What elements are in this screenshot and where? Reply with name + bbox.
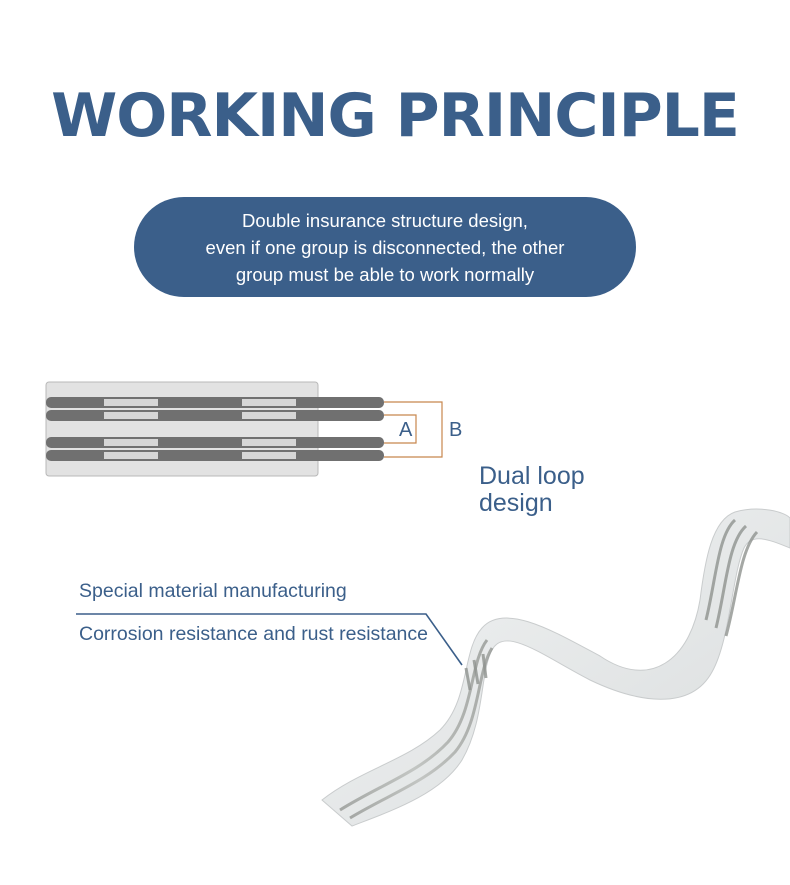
conductor-strip <box>46 397 384 408</box>
conductor-strip <box>46 410 384 421</box>
caption-line: Dual loop <box>479 462 585 490</box>
loop-a-label: A <box>399 419 413 441</box>
conductor-strip <box>46 450 384 461</box>
conductor-strip <box>46 437 384 448</box>
dual-loop-diagram <box>45 381 443 477</box>
description-callout: Double insurance structure design, even … <box>134 197 636 297</box>
twisted-tape-image <box>321 508 790 827</box>
loop-b-bracket <box>384 401 443 458</box>
loop-a-bracket <box>384 414 417 444</box>
callout-line: even if one group is disconnected, the o… <box>205 236 565 258</box>
feature-material: Special material manufacturing <box>79 580 347 602</box>
feature-corrosion: Corrosion resistance and rust resistance <box>79 623 428 645</box>
callout-line: group must be able to work normally <box>235 263 535 285</box>
feature-pointer-line <box>76 613 463 666</box>
callout-line: Double insurance structure design, <box>242 209 528 231</box>
loop-b-label: B <box>449 419 463 441</box>
caption-line: design <box>479 489 553 517</box>
page-title: WORKING PRINCIPLE <box>51 81 740 151</box>
dual-loop-caption: Dual loop design <box>479 463 585 517</box>
tape-substrate <box>45 381 319 477</box>
